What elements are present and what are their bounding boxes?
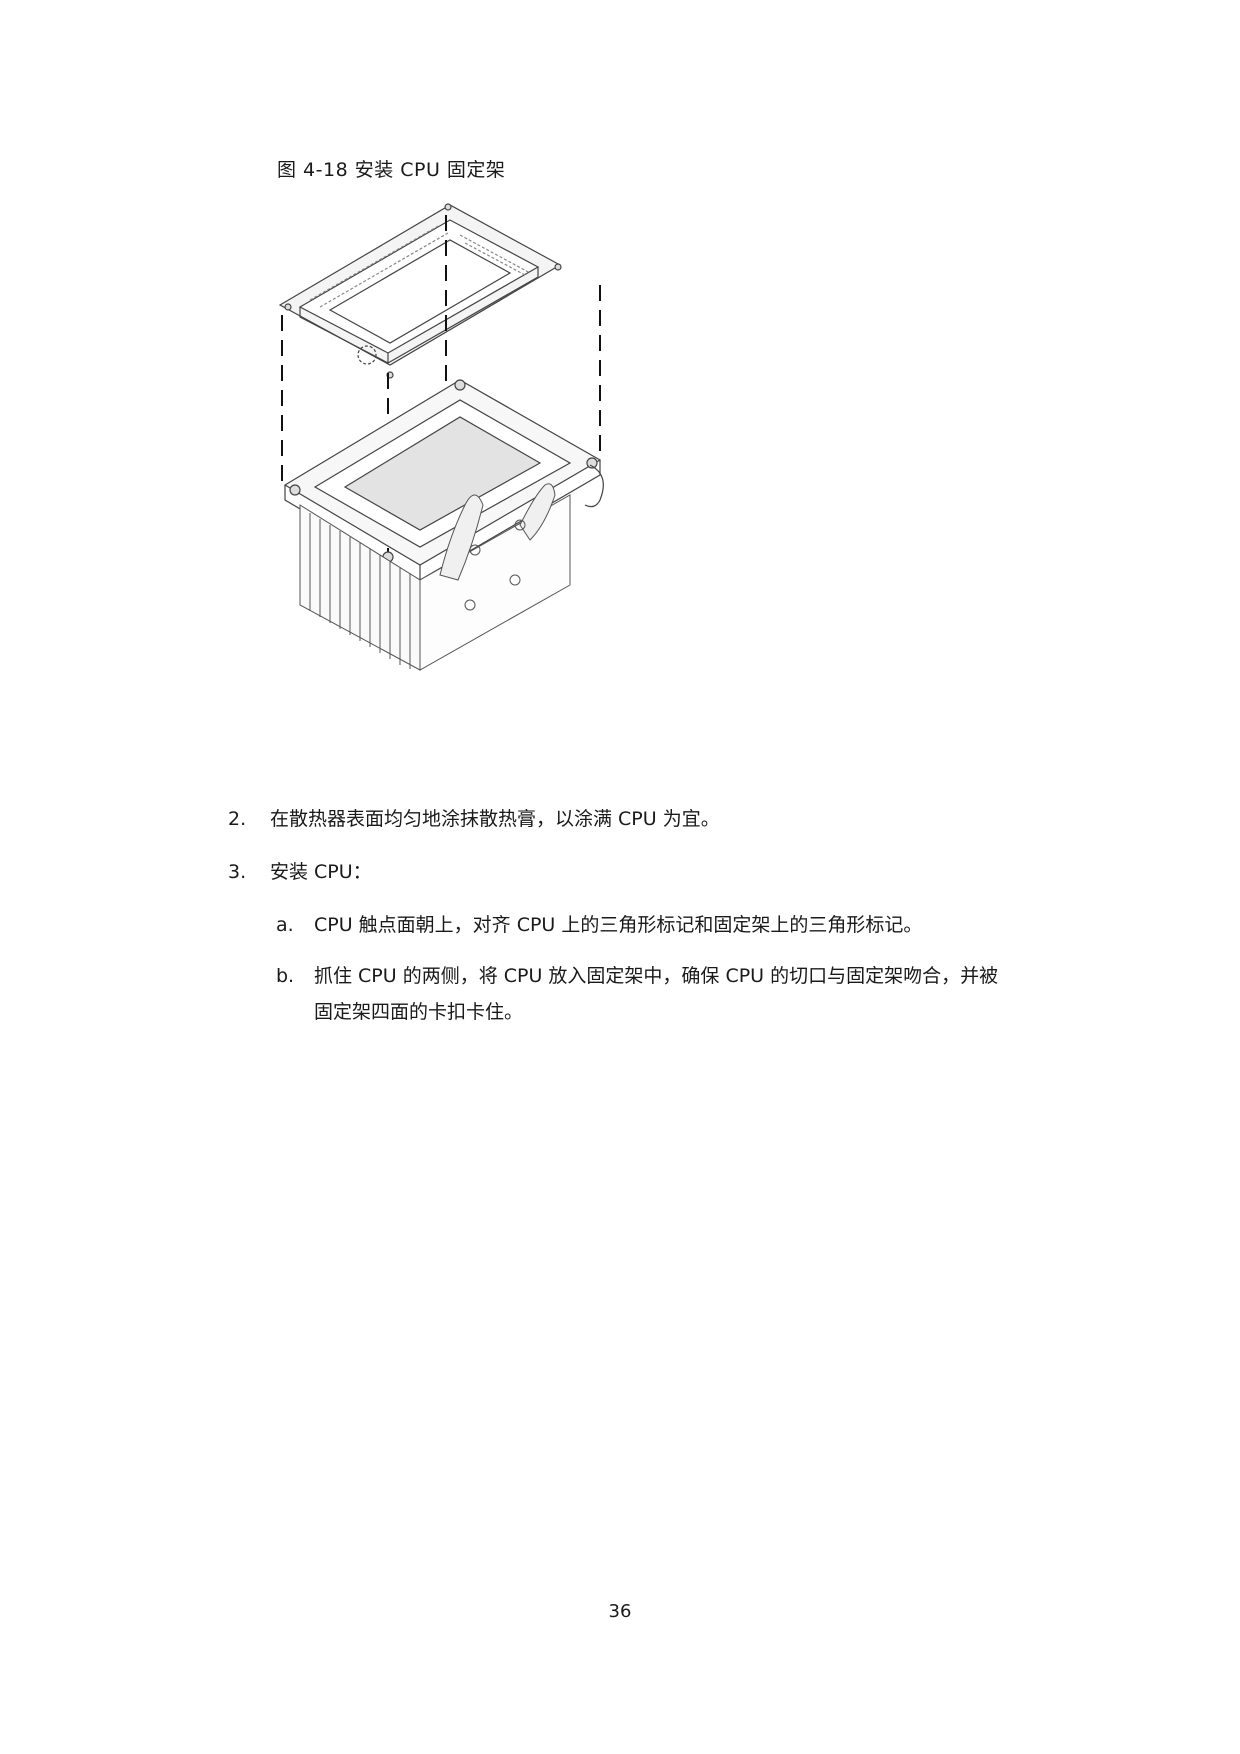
heatsink-base (283, 379, 604, 582)
step-number: 3. (228, 861, 247, 883)
substep-text: CPU 触点面朝上，对齐 CPU 上的三角形标记和固定架上的三角形标记。 (314, 914, 923, 936)
substep-text-line-2: 固定架四面的卡扣卡住。 (314, 1001, 524, 1023)
step-text: 安装 CPU： (270, 861, 372, 883)
heatsink-fins (299, 483, 571, 671)
substep-text: 抓住 CPU 的两侧，将 CPU 放入固定架中，确保 CPU 的切口与固定架吻合… (314, 958, 998, 1030)
page-number: 36 (608, 1601, 632, 1622)
cpu-bracket-heatsink-illustration (270, 195, 650, 755)
cpu-bracket-frame (278, 203, 562, 379)
substep-letter: b. (276, 965, 295, 987)
step-text: 在散热器表面均匀地涂抹散热膏，以涂满 CPU 为宜。 (270, 808, 720, 830)
substep-text-line-1: 抓住 CPU 的两侧，将 CPU 放入固定架中，确保 CPU 的切口与固定架吻合… (314, 965, 999, 987)
step-number: 2. (228, 808, 247, 830)
figure-caption: 图 4-18 安装 CPU 固定架 (277, 159, 506, 181)
substep-letter: a. (276, 914, 294, 936)
